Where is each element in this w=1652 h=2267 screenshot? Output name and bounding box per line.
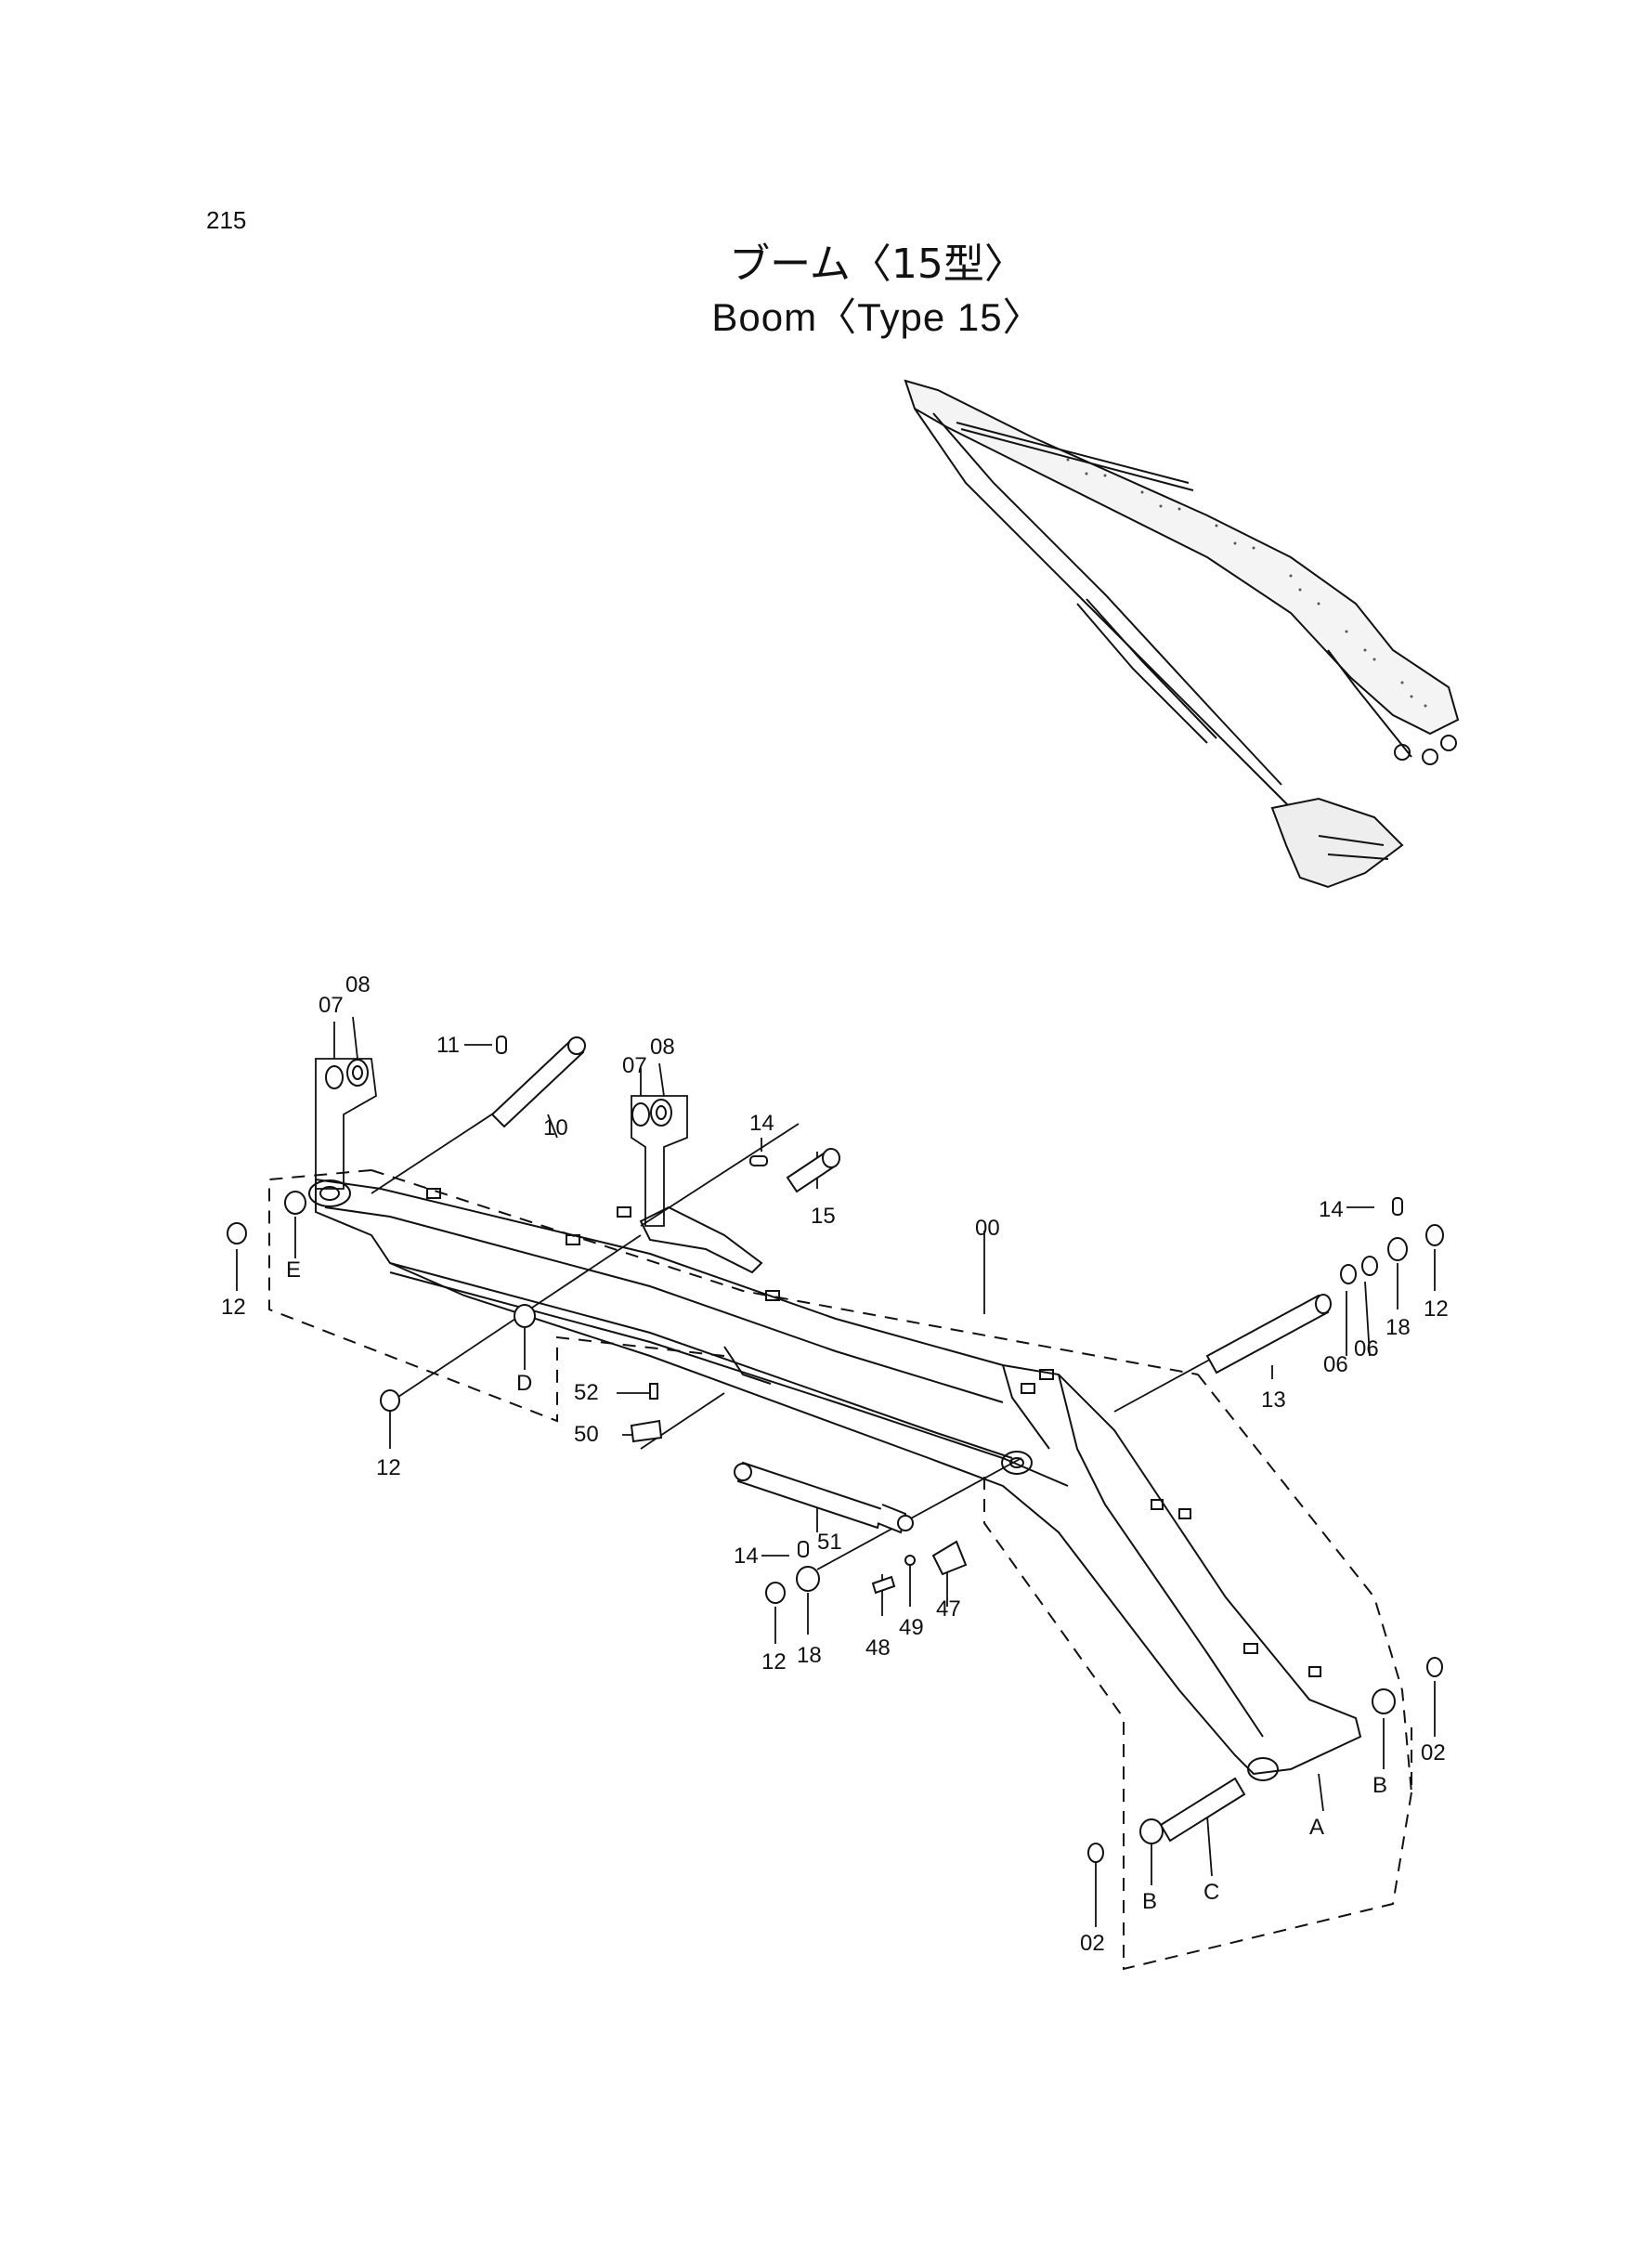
label-06b: 06 [1354, 1336, 1379, 1362]
cylinder-51 [736, 1461, 884, 1530]
bushing-B1 [1372, 1688, 1396, 1714]
bolt-50 [630, 1419, 663, 1443]
label-07b: 07 [622, 1053, 647, 1078]
label-14c: 14 [734, 1544, 759, 1569]
bushing-18b [796, 1566, 820, 1592]
label-50: 50 [574, 1422, 599, 1447]
label-02b: 02 [1080, 1931, 1105, 1956]
label-10: 10 [543, 1115, 568, 1140]
part-11 [496, 1036, 507, 1054]
plate-47 [931, 1540, 968, 1576]
parts [227, 1036, 1444, 1863]
bushing-B2 [1139, 1818, 1164, 1844]
label-07a: 07 [319, 993, 344, 1018]
label-18b: 18 [797, 1643, 822, 1668]
pin-C [1159, 1777, 1246, 1843]
label-12b: 12 [221, 1295, 246, 1320]
leader-lines [236, 1016, 1436, 1927]
label-A: A [1309, 1815, 1324, 1840]
label-08a: 08 [345, 972, 371, 997]
label-18a: 18 [1385, 1315, 1411, 1340]
label-B2: B [1142, 1889, 1157, 1914]
bolt-48 [871, 1575, 896, 1595]
seal-02a [1426, 1657, 1443, 1677]
dashed-boundaries [268, 1169, 1412, 1971]
seal-02b [1087, 1843, 1104, 1863]
washer-07a [325, 1065, 344, 1089]
label-12c: 12 [376, 1455, 401, 1480]
label-48: 48 [865, 1635, 891, 1661]
label-D: D [516, 1371, 532, 1396]
part-14c [798, 1541, 809, 1557]
washer-07b [631, 1102, 650, 1127]
label-02a: 02 [1421, 1740, 1446, 1765]
label-06a: 06 [1323, 1352, 1348, 1377]
part-52 [649, 1383, 658, 1400]
pin-13 [1205, 1294, 1330, 1375]
label-08b: 08 [650, 1035, 675, 1060]
label-52: 52 [574, 1380, 599, 1405]
washer-49 [904, 1555, 916, 1566]
label-51: 51 [817, 1530, 842, 1555]
part-14a [749, 1155, 768, 1166]
label-14b: 14 [1319, 1197, 1344, 1222]
title-english: Boom〈Type 15〉 [711, 295, 1043, 339]
pin-10 [490, 1038, 585, 1128]
bushing-E [284, 1191, 306, 1215]
boom-stipple [1066, 458, 1427, 708]
seal-12c [380, 1389, 400, 1412]
seal-12d [765, 1582, 786, 1604]
title-japanese: ブーム〈15型〉 [729, 241, 1025, 288]
washer-06b [1361, 1256, 1378, 1276]
label-12d: 12 [761, 1649, 787, 1674]
label-13: 13 [1261, 1388, 1286, 1413]
label-49: 49 [899, 1615, 924, 1640]
label-11: 11 [436, 1033, 460, 1058]
washer-06a [1340, 1264, 1357, 1284]
label-12a: 12 [1424, 1296, 1449, 1322]
label-B1: B [1372, 1773, 1387, 1798]
page-number: 215 [206, 206, 247, 234]
boom-arm-overview-illustration [904, 379, 1460, 889]
part-labels: 07 08 11 10 07 08 14 15 00 14 06 06 18 1… [221, 972, 1449, 1956]
label-C: C [1203, 1880, 1219, 1905]
label-00: 00 [975, 1216, 1000, 1241]
bushing-D [514, 1304, 536, 1328]
label-47: 47 [936, 1596, 961, 1622]
part-14b [1392, 1197, 1403, 1216]
boom-main-body [308, 1178, 1362, 1781]
label-E: E [286, 1257, 301, 1283]
bushing-18a [1387, 1237, 1408, 1261]
label-14a: 14 [749, 1111, 774, 1136]
label-15: 15 [811, 1204, 836, 1229]
seal-12b [227, 1222, 247, 1244]
seal-12a [1425, 1224, 1444, 1246]
